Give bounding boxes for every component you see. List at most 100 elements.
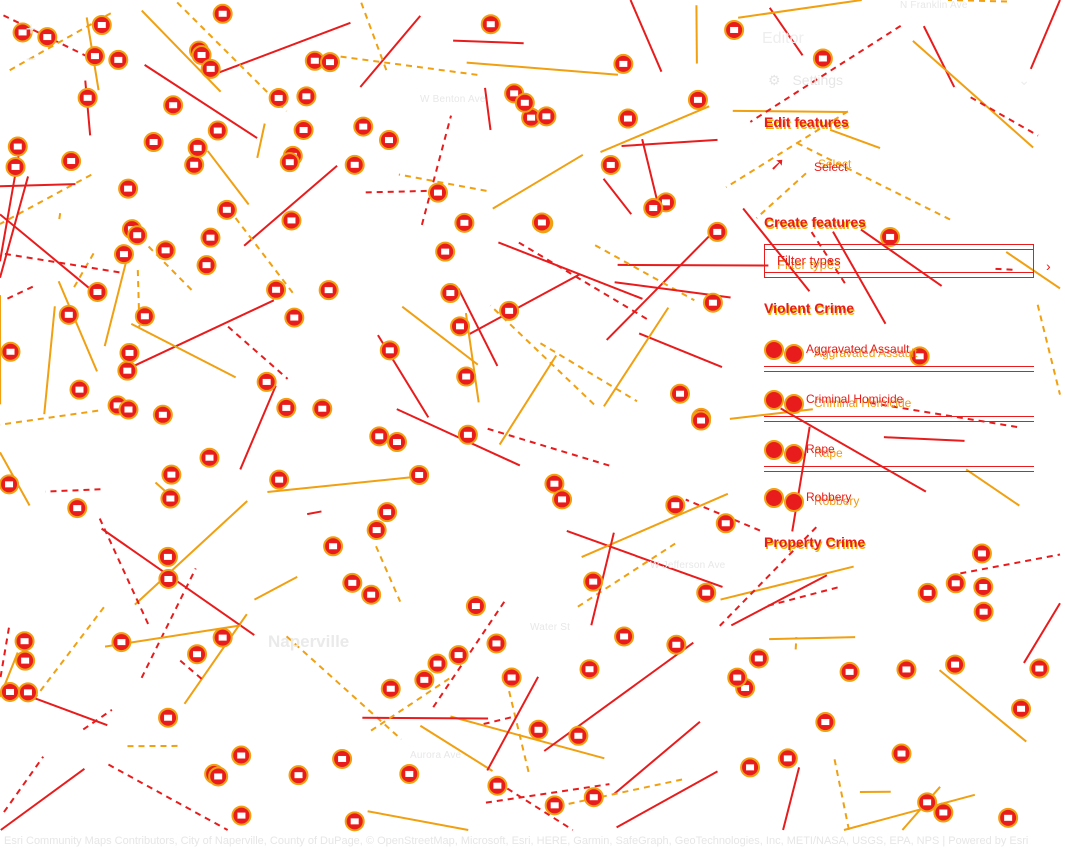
crime-marker-icon[interactable] [37, 27, 58, 48]
crime-marker-icon[interactable] [369, 426, 390, 447]
crime-marker-icon[interactable] [58, 304, 79, 325]
crime-marker-icon[interactable] [501, 667, 522, 688]
crime-marker-icon[interactable] [187, 137, 208, 158]
crime-marker-icon[interactable] [184, 154, 205, 175]
crime-marker-icon[interactable] [568, 725, 589, 746]
crime-marker-icon[interactable] [208, 766, 229, 787]
crime-marker-icon[interactable] [344, 811, 365, 832]
crime-marker-icon[interactable] [917, 582, 938, 603]
crime-marker-icon[interactable] [486, 633, 507, 654]
crime-marker-icon[interactable] [812, 48, 833, 69]
crime-marker-icon[interactable] [387, 432, 408, 453]
crime-marker-icon[interactable] [531, 212, 552, 233]
crime-marker-icon[interactable] [440, 283, 461, 304]
crime-marker-icon[interactable] [691, 410, 712, 431]
crime-marker-icon[interactable] [160, 488, 181, 509]
crime-marker-icon[interactable] [480, 14, 501, 35]
crime-marker-icon[interactable] [323, 536, 344, 557]
crime-marker-icon[interactable] [284, 307, 305, 328]
crime-marker-icon[interactable] [880, 226, 901, 247]
crime-marker-icon[interactable] [687, 89, 708, 110]
crime-marker-icon[interactable] [87, 281, 108, 302]
crime-marker-icon[interactable] [380, 678, 401, 699]
crime-marker-icon[interactable] [536, 106, 557, 127]
crime-marker-icon[interactable] [945, 654, 966, 675]
crime-marker-icon[interactable] [973, 601, 994, 622]
crime-marker-icon[interactable] [7, 136, 28, 157]
crime-marker-icon[interactable] [0, 681, 20, 702]
crime-marker-icon[interactable] [487, 775, 508, 796]
crime-marker-icon[interactable] [465, 596, 486, 617]
crime-marker-icon[interactable] [158, 568, 179, 589]
settings-toggle[interactable]: ⚙ Settings ⌄ [768, 72, 1038, 89]
crime-marker-icon[interactable] [1029, 658, 1050, 679]
crime-marker-icon[interactable] [84, 46, 105, 67]
crime-marker-icon[interactable] [212, 3, 233, 24]
crime-marker-icon[interactable] [945, 573, 966, 594]
crime-marker-icon[interactable] [332, 748, 353, 769]
crime-marker-icon[interactable] [143, 131, 164, 152]
crime-marker-icon[interactable] [119, 342, 140, 363]
crime-marker-icon[interactable] [715, 513, 736, 534]
crime-marker-icon[interactable] [276, 397, 297, 418]
crime-marker-icon[interactable] [613, 53, 634, 74]
feature-template-aggravated-assault[interactable]: Aggravated Assault [764, 336, 1034, 372]
crime-marker-icon[interactable] [973, 576, 994, 597]
crime-marker-icon[interactable] [152, 404, 173, 425]
crime-marker-icon[interactable] [727, 667, 748, 688]
crime-marker-icon[interactable] [457, 424, 478, 445]
crime-marker-icon[interactable] [666, 634, 687, 655]
crime-marker-icon[interactable] [450, 316, 471, 337]
crime-marker-icon[interactable] [583, 787, 604, 808]
zoom-out-button[interactable]: − [25, 49, 37, 69]
crime-marker-icon[interactable] [256, 371, 277, 392]
crime-marker-icon[interactable] [319, 52, 340, 73]
crime-marker-icon[interactable] [0, 341, 21, 362]
crime-marker-icon[interactable] [748, 648, 769, 669]
crime-marker-icon[interactable] [118, 178, 139, 199]
crime-marker-icon[interactable] [69, 379, 90, 400]
crime-marker-icon[interactable] [342, 572, 363, 593]
crime-marker-icon[interactable] [61, 151, 82, 172]
crime-marker-icon[interactable] [353, 116, 374, 137]
crime-marker-icon[interactable] [379, 340, 400, 361]
crime-marker-icon[interactable] [409, 465, 430, 486]
crime-marker-icon[interactable] [231, 745, 252, 766]
chevron-right-icon[interactable]: › [1046, 258, 1051, 274]
crime-marker-icon[interactable] [196, 255, 217, 276]
crime-marker-icon[interactable] [5, 156, 26, 177]
crime-marker-icon[interactable] [67, 498, 88, 519]
crime-marker-icon[interactable] [614, 626, 635, 647]
crime-marker-icon[interactable] [134, 306, 155, 327]
crime-marker-icon[interactable] [0, 474, 20, 495]
crime-marker-icon[interactable] [933, 802, 954, 823]
crime-marker-icon[interactable] [212, 627, 233, 648]
crime-marker-icon[interactable] [344, 154, 365, 175]
crime-marker-icon[interactable] [777, 748, 798, 769]
crime-marker-icon[interactable] [552, 489, 573, 510]
crime-marker-icon[interactable] [77, 87, 98, 108]
crime-marker-icon[interactable] [1011, 698, 1032, 719]
crime-marker-icon[interactable] [296, 86, 317, 107]
crime-marker-icon[interactable] [998, 807, 1019, 828]
crime-marker-icon[interactable] [161, 464, 182, 485]
crime-marker-icon[interactable] [665, 495, 686, 516]
crime-marker-icon[interactable] [600, 154, 621, 175]
crime-marker-icon[interactable] [544, 795, 565, 816]
filter-types-input[interactable]: Filter types [764, 244, 1034, 278]
select-button[interactable]: Select [814, 160, 848, 174]
crime-marker-icon[interactable] [427, 653, 448, 674]
crime-marker-icon[interactable] [514, 92, 535, 113]
zoom-in-button[interactable]: + [25, 19, 37, 39]
crime-marker-icon[interactable] [163, 95, 184, 116]
crime-marker-icon[interactable] [579, 659, 600, 680]
crime-marker-icon[interactable] [456, 366, 477, 387]
crime-marker-icon[interactable] [127, 225, 148, 246]
crime-marker-icon[interactable] [200, 58, 221, 79]
crime-marker-icon[interactable] [839, 661, 860, 682]
crime-marker-icon[interactable] [268, 87, 289, 108]
crime-marker-icon[interactable] [200, 227, 221, 248]
crime-marker-icon[interactable] [281, 210, 302, 231]
feature-template-criminal-homicide[interactable]: Criminal Homicide [764, 386, 1034, 422]
